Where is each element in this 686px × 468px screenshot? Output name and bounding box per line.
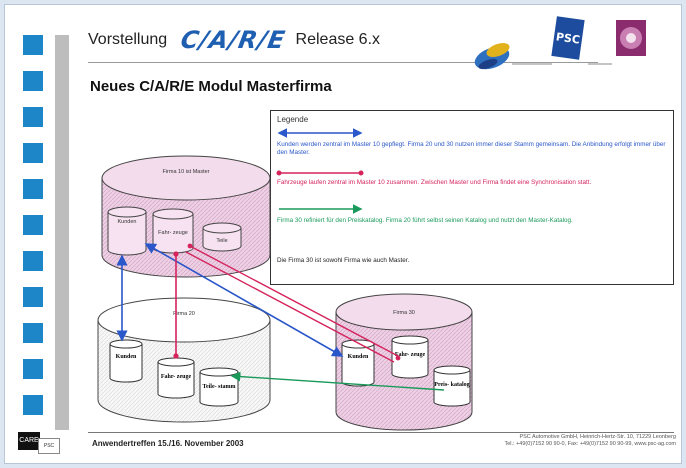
corner-dark-logo: CARE <box>18 432 40 450</box>
psc-logo-icon: PSC <box>551 16 585 60</box>
header-title: Vorstellung C/A/R/E Release 6.x <box>88 26 380 54</box>
legend-title: Legende <box>277 115 309 124</box>
firma30-kunden-cylinder: Kunden <box>341 339 375 387</box>
legend-item-text: Kunden werden zentral im Master 10 gepfl… <box>277 141 666 156</box>
firma30-fahrzeuge-label: Fahr- zeuge <box>395 352 426 358</box>
legend-item-text: Firma 30 refiniert für den Preiskatalog.… <box>277 217 573 224</box>
corner-light-logo: PSC <box>38 438 60 454</box>
blue-square <box>23 359 43 379</box>
green-arrow-firma30-firma20 <box>230 371 445 391</box>
blue-square <box>23 71 43 91</box>
header-divider <box>88 62 598 63</box>
master-teile-label: Teile <box>216 238 227 244</box>
blue-square <box>23 179 43 199</box>
blue-square <box>23 107 43 127</box>
emblem-logo-icon <box>616 20 646 56</box>
footer-address-line1: PSC Automotive GmbH, Heinrich-Hertz-Str.… <box>519 434 676 440</box>
blue-square <box>23 395 43 415</box>
firma20-teile-label: Teile- stamm <box>203 384 236 390</box>
slide-subtitle: Neues C/A/R/E Modul Masterfirma <box>90 78 332 95</box>
psc-logo-text: PSC <box>555 30 581 46</box>
blue-arrows <box>116 243 344 357</box>
master-fahrzeuge-cylinder: Fahr- zeuge <box>152 208 194 254</box>
firma30-preis-label: Preis- katalog <box>434 382 469 388</box>
firma30-preiskatalog-cylinder: Preis- katalog <box>433 365 471 407</box>
footer-event: Anwendertreffen 15./16. November 2003 <box>92 439 244 448</box>
header-logos: PSC <box>474 16 646 70</box>
swirl-logo-icon <box>474 43 510 70</box>
master-kunden-label: Kunden <box>118 219 137 225</box>
firma30-kunden-label: Kunden <box>348 354 369 360</box>
footer-address-line2: Tel.: +49(0)7152 90 90-0, Fax: +49(0)715… <box>504 441 676 447</box>
master-label: Firma 10 ist Master <box>162 169 209 175</box>
gray-vertical-bar <box>55 35 69 430</box>
blue-arrow-master-firma30 <box>144 243 344 357</box>
blue-square <box>23 251 43 271</box>
master-teile-cylinder: Teile <box>202 222 242 252</box>
master-kunden-cylinder: Kunden <box>107 206 147 256</box>
firma20-kunden-cylinder: Kunden <box>109 339 143 383</box>
red-lines <box>173 243 401 363</box>
firma20-kunden-label: Kunden <box>116 354 137 360</box>
footer-divider <box>88 432 674 433</box>
blue-square <box>23 287 43 307</box>
header-prefix: Vorstellung <box>88 31 168 48</box>
firma30-fahrzeuge-cylinder: Fahr- zeuge <box>391 335 429 379</box>
blue-square <box>23 323 43 343</box>
legend-arrows <box>276 128 364 214</box>
firma20-teile-cylinder: Teile- stamm <box>199 367 239 407</box>
firma20-fahrzeuge-cylinder: Fahr- zeuge <box>157 357 195 399</box>
blue-square <box>23 215 43 235</box>
master-fahrzeuge-label: Fahr- zeuge <box>158 230 188 236</box>
firma20-fahrzeuge-label: Fahr- zeuge <box>161 374 192 380</box>
legend-item-text: Fahrzeuge laufen zentral im Master 10 zu… <box>277 179 592 186</box>
firma30-label: Firma 30 <box>393 310 415 316</box>
green-arrow <box>230 371 445 391</box>
header-suffix: Release 6.x <box>295 31 381 48</box>
footer-corner-logo: CARE PSC <box>18 432 60 454</box>
footer-address: PSC Automotive GmbH, Heinrich-Hertz-Str.… <box>400 434 676 448</box>
blue-square <box>23 35 43 55</box>
blue-square <box>23 143 43 163</box>
red-line-master-firma30 <box>189 245 399 357</box>
left-decoration-bar <box>5 5 67 445</box>
